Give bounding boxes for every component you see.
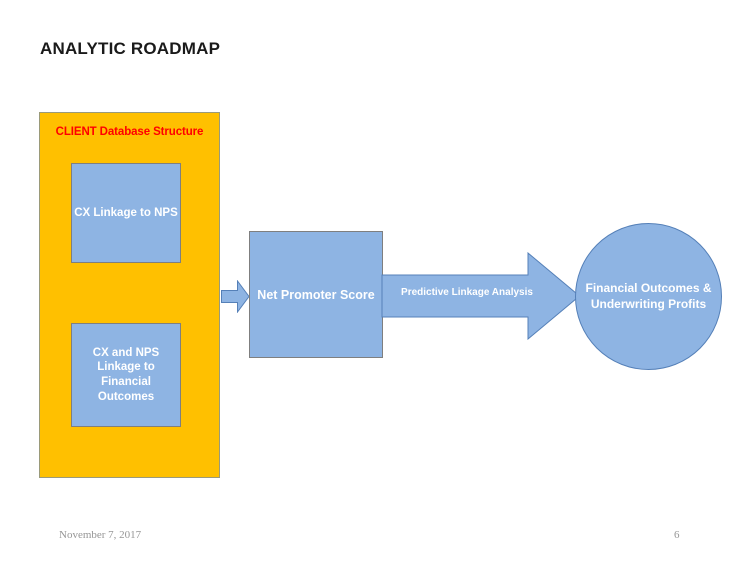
footer-page-number: 6 [674,529,680,541]
box-cx-linkage-to-nps: CX Linkage to NPS [71,163,181,263]
predictive-linkage-arrow-icon [381,252,581,340]
box-cx-and-nps-linkage-to-financial-outcomes: CX and NPS Linkage to Financial Outcomes [71,323,181,427]
client-database-label: CLIENT Database Structure [55,126,204,138]
circle-financial-outcomes: Financial Outcomes & Underwriting Profit… [575,223,722,370]
page-title: ANALYTIC ROADMAP [40,39,221,58]
right-arrow-icon [221,280,250,313]
footer-date: November 7, 2017 [59,529,142,541]
box-net-promoter-score: Net Promoter Score [249,231,383,358]
